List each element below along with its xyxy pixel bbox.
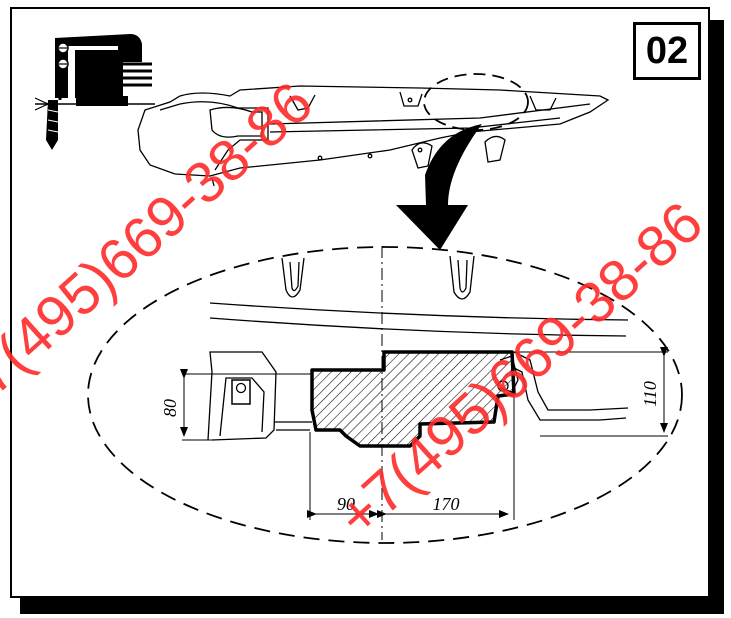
- dimension-lines: [180, 347, 668, 520]
- detail-drawing: [207, 246, 629, 540]
- dimension-right-height: 110: [640, 381, 660, 407]
- dimension-bottom-left: 90: [337, 494, 355, 514]
- dimension-left-height: 80: [160, 399, 180, 417]
- dimension-bottom-right: 170: [433, 494, 460, 514]
- detail-view-outline: [87, 246, 683, 544]
- jigsaw-icon: [34, 34, 155, 150]
- zoom-arrow: [396, 124, 482, 250]
- step-number-badge: 02: [633, 22, 701, 80]
- cut-area-hatched: [310, 350, 516, 448]
